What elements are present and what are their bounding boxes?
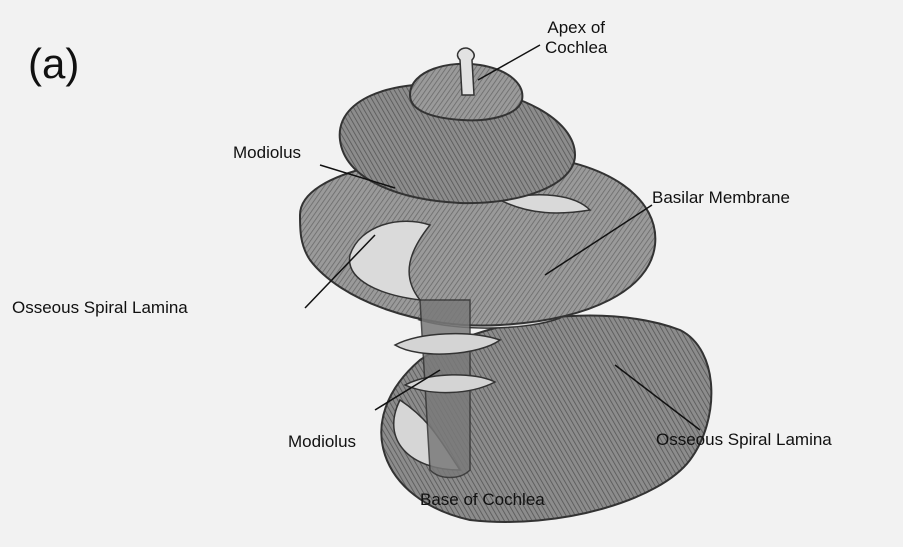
label-apex-line1: Apex of: [545, 18, 607, 38]
label-apex-of-cochlea: Apex of Cochlea: [545, 18, 607, 58]
label-modiolus-bottom: Modiolus: [288, 432, 356, 452]
label-basilar-membrane: Basilar Membrane: [652, 188, 790, 208]
label-apex-line2: Cochlea: [545, 38, 607, 58]
label-osseous-spiral-lamina-right: Osseous Spiral Lamina: [656, 430, 832, 450]
panel-letter: (a): [28, 40, 79, 88]
label-osseous-spiral-lamina-left: Osseous Spiral Lamina: [12, 298, 188, 318]
label-base-of-cochlea: Base of Cochlea: [420, 490, 545, 510]
label-modiolus-top: Modiolus: [233, 143, 301, 163]
